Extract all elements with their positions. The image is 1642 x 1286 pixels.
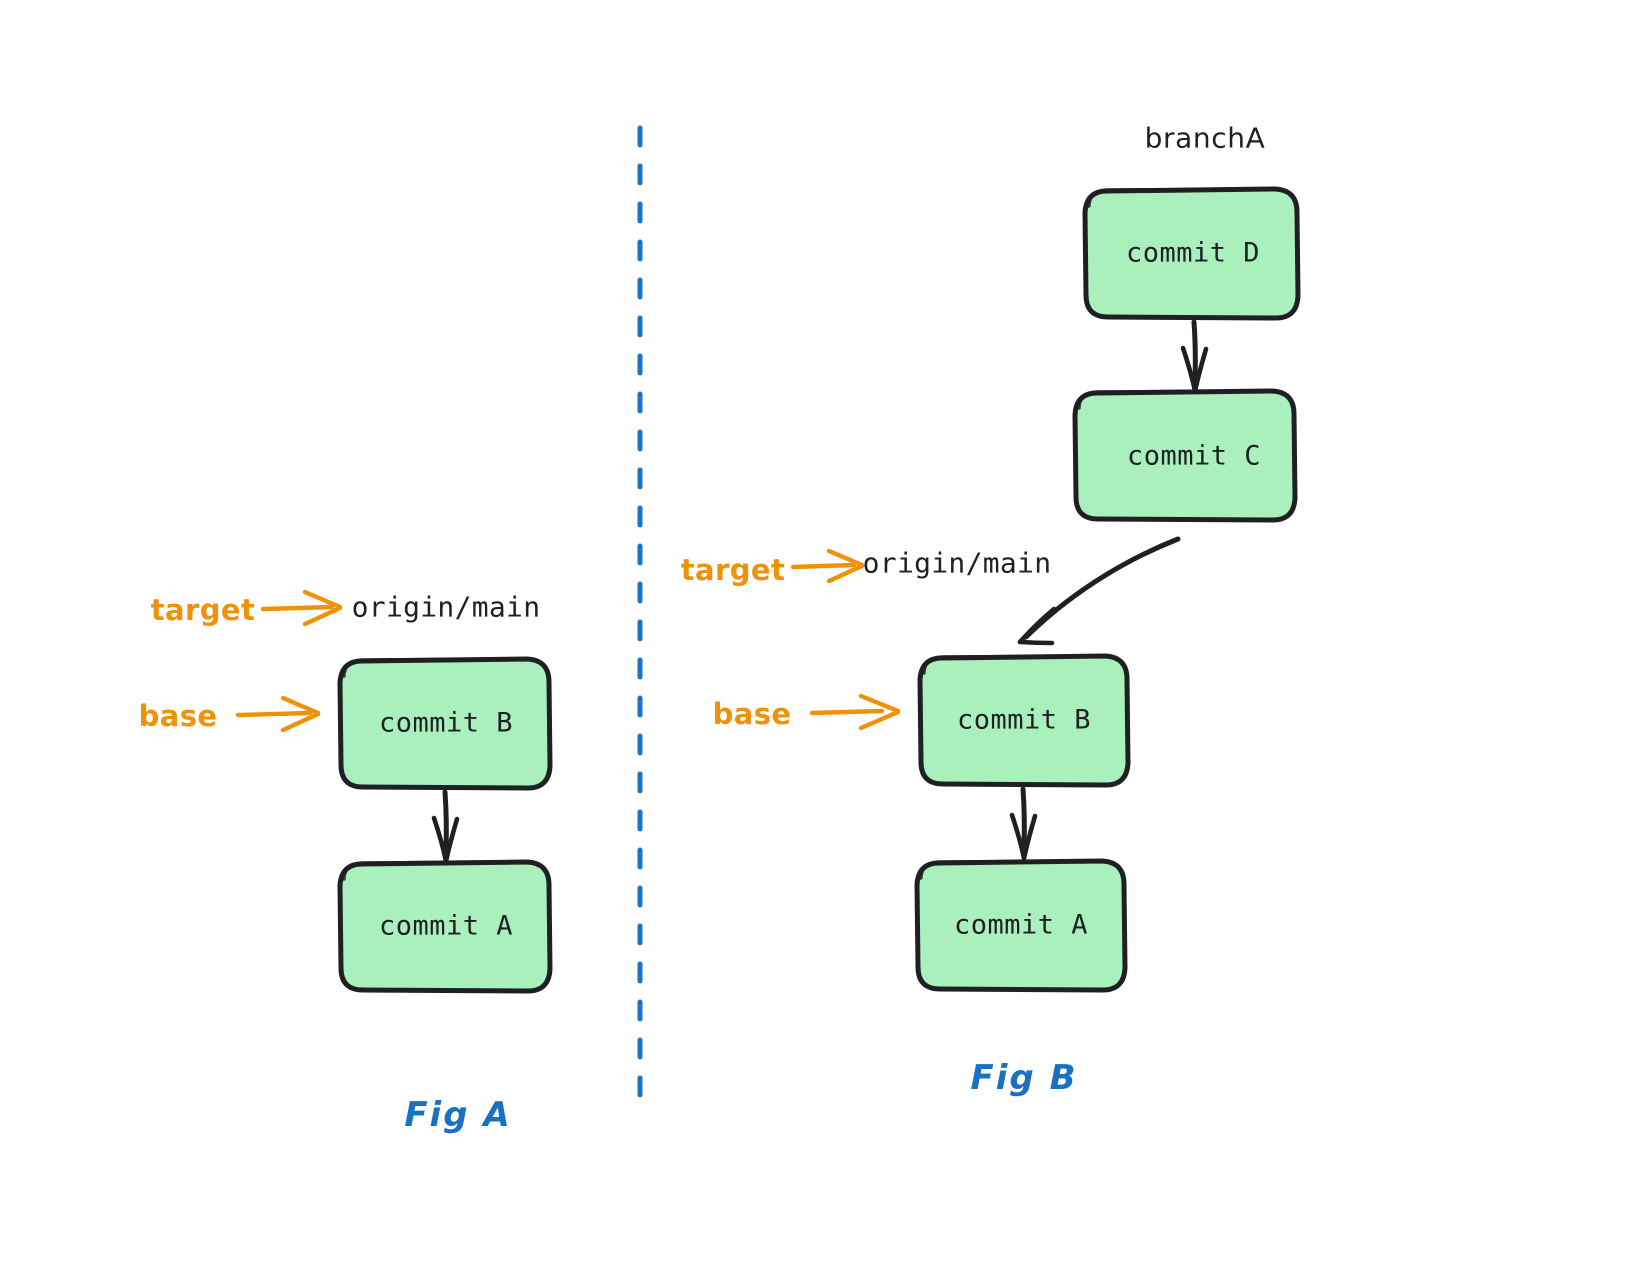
ref-label-origin-main-fig-a: origin/main — [351, 590, 541, 624]
figure-a-group — [235, 589, 553, 994]
edge-commit-b-to-commit-a-fig-b — [1009, 786, 1038, 861]
edge-commit-b-to-commit-a-fig-a — [431, 789, 460, 864]
node-commit-b-fig-b[interactable] — [917, 653, 1131, 788]
annotation-label-target-fig-a: target — [150, 593, 256, 627]
figure-caption-fig-a: Fig A — [404, 1095, 512, 1135]
annotation-arrow-base-fig-a — [235, 695, 321, 733]
node-commit-d-fig-b[interactable] — [1082, 186, 1301, 321]
annotation-label-target-fig-b: target — [680, 553, 786, 587]
edge-commit-d-to-commit-c-fig-b — [1180, 319, 1209, 394]
figure-b-group — [790, 186, 1301, 993]
annotation-arrow-target-fig-b — [790, 548, 865, 584]
figure-caption-fig-b: Fig B — [970, 1058, 1078, 1098]
annotation-label-base-fig-a: base — [138, 699, 218, 733]
node-commit-a-fig-a[interactable] — [337, 859, 553, 994]
node-commit-c-fig-b[interactable] — [1072, 388, 1298, 523]
ref-label-brancha-fig-b: branchA — [1144, 121, 1266, 155]
node-commit-a-fig-b[interactable] — [914, 858, 1128, 993]
edge-commit-c-to-commit-b-fig-b — [1017, 536, 1181, 646]
ref-label-origin-main-fig-b: origin/main — [862, 546, 1052, 580]
annotation-label-base-fig-b: base — [712, 697, 792, 731]
annotation-arrow-base-fig-b — [809, 693, 901, 731]
node-commit-b-fig-a[interactable] — [337, 656, 553, 791]
annotation-arrow-target-fig-a — [260, 589, 343, 627]
